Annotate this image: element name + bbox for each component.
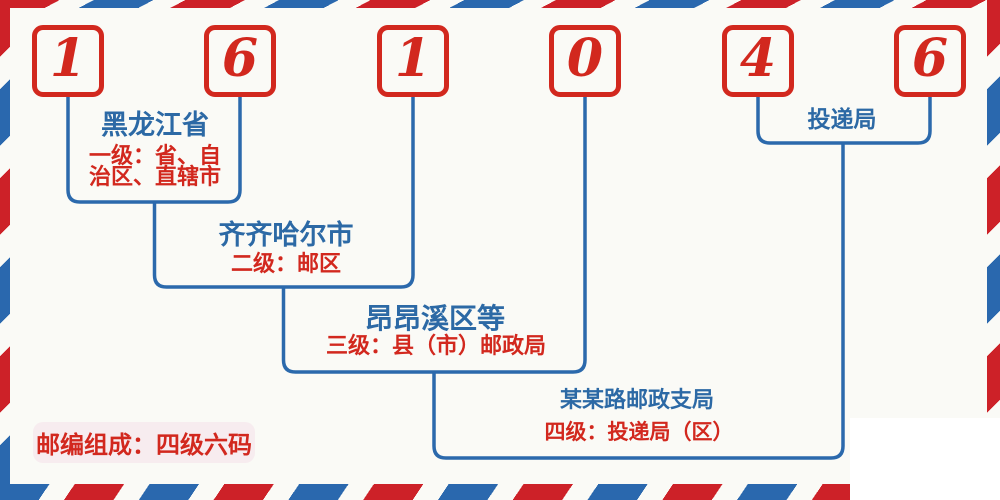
postal-digit: 1 (394, 28, 432, 89)
delivery-office-bracket (756, 97, 932, 145)
postal-digit: 6 (221, 28, 259, 89)
postal-digit: 6 (911, 28, 949, 89)
postal-digit-box-5: 4 (722, 25, 794, 97)
level3-title: 昂昂溪区等 (364, 302, 506, 335)
corner-white-patch (850, 418, 1000, 500)
level2-title: 齐齐哈尔市 (218, 220, 354, 251)
airmail-border-top (0, 0, 1000, 8)
badge-text: 邮编组成：四级六码 (36, 431, 252, 459)
level4-bracket (432, 143, 845, 460)
airmail-border-left (0, 0, 10, 500)
postal-digit: 0 (566, 28, 604, 89)
level4-title: 某某路邮政支局 (559, 388, 715, 413)
level1-desc: 一级：省、自治区、直辖市 (88, 144, 221, 190)
postal-digit: 4 (739, 28, 777, 89)
delivery-office-label: 投递局 (807, 107, 877, 133)
level1-title: 黑龙江省 (101, 110, 209, 141)
postal-digit: 1 (49, 28, 87, 89)
airmail-border-right (987, 0, 1000, 500)
postal-digit-box-4: 0 (549, 25, 621, 97)
level2-desc: 二级：邮区 (230, 252, 342, 277)
postal-digit-box-3: 1 (377, 25, 449, 97)
level3-desc: 三级：县（市）邮政局 (325, 334, 547, 359)
airmail-border-bottom (0, 484, 1000, 500)
postal-digit-box-2: 6 (204, 25, 276, 97)
postal-digit-box-1: 1 (32, 25, 104, 97)
level4-desc: 四级：投递局（区） (544, 420, 734, 444)
postal-digit-box-6: 6 (894, 25, 966, 97)
postal-code-composition-badge: 邮编组成：四级六码 (33, 422, 255, 463)
